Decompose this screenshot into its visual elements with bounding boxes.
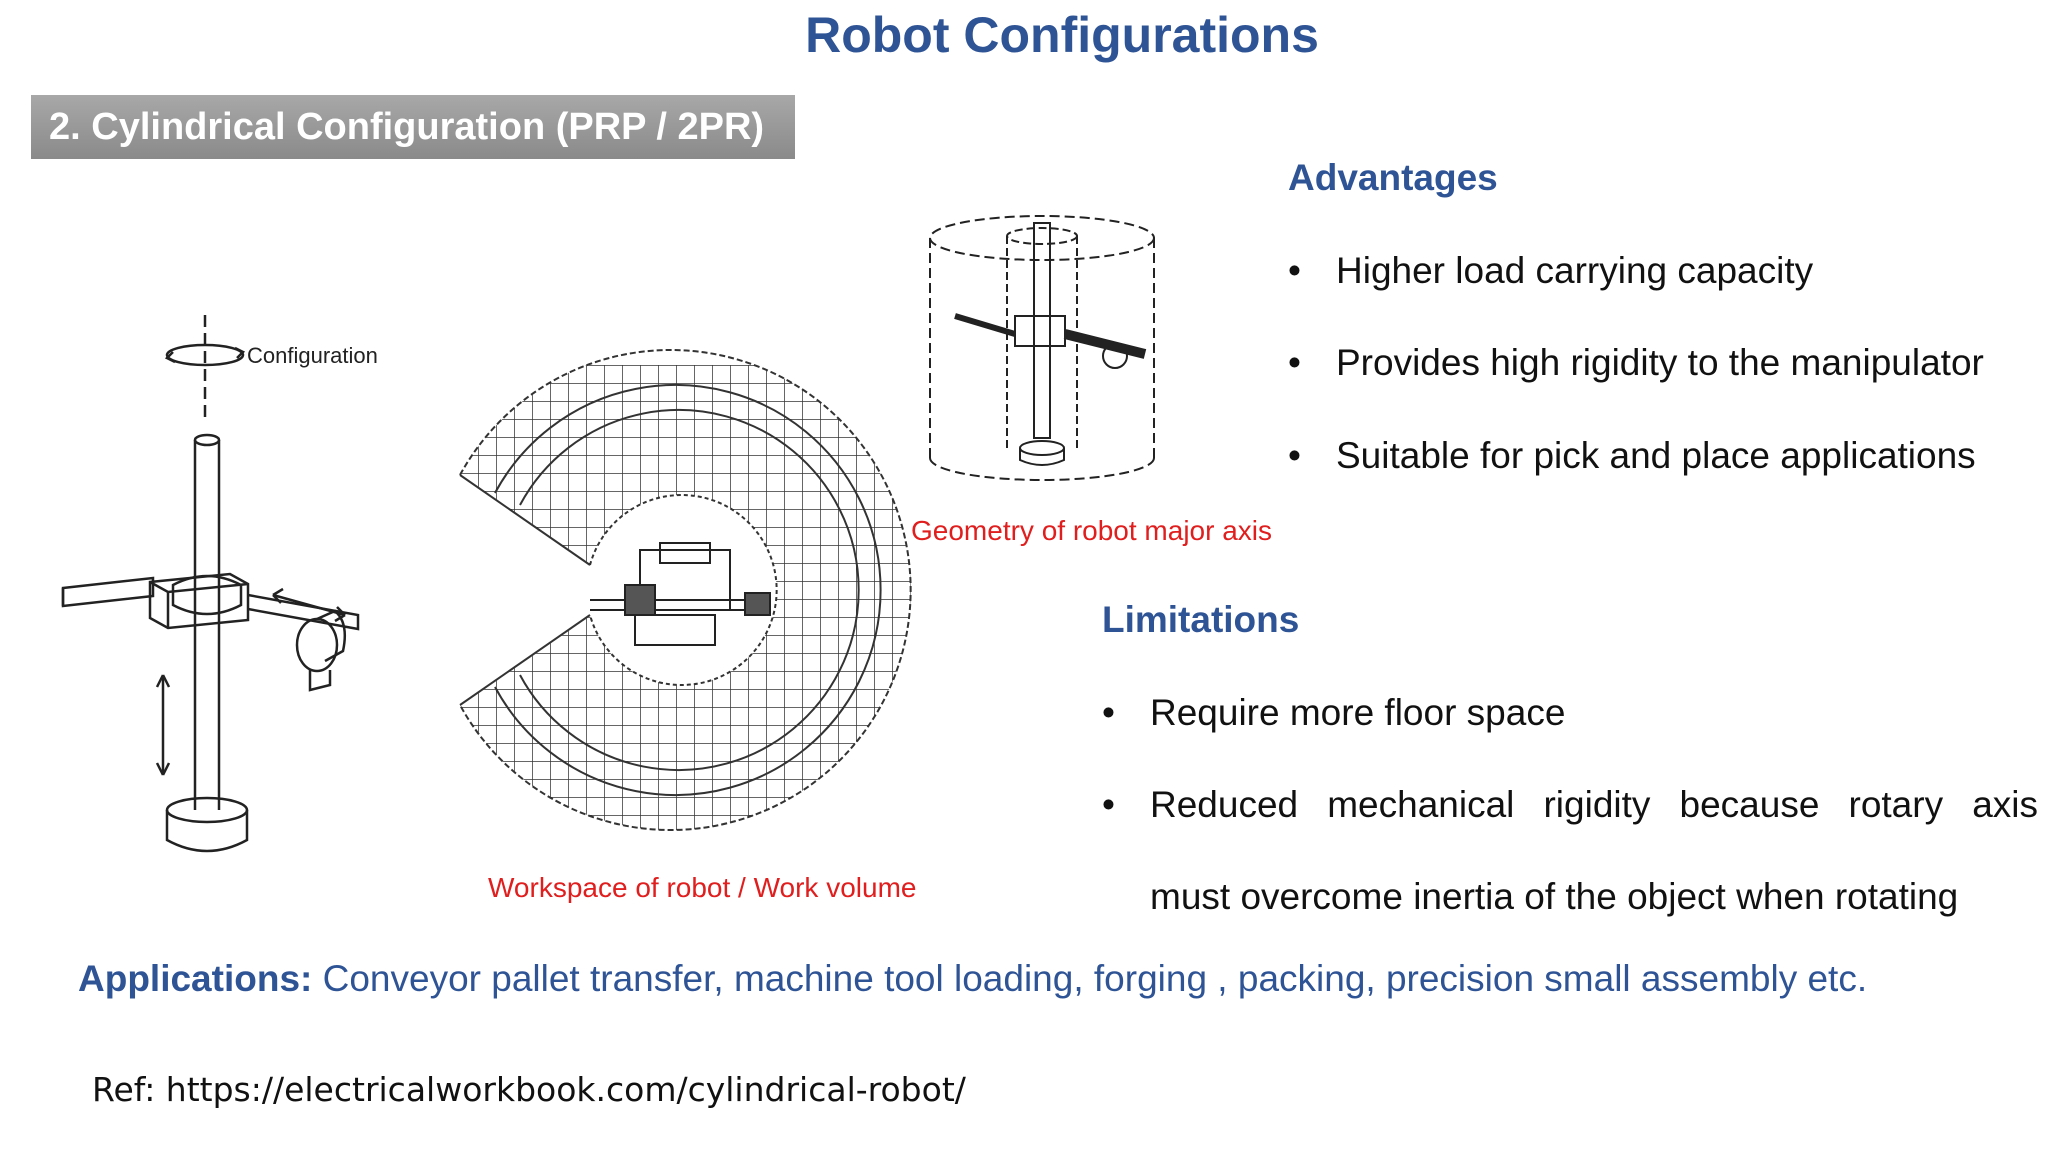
- configuration-label: Configuration: [247, 343, 378, 368]
- limitation-item: •Reduced mechanical rigidity because rot…: [1102, 784, 2038, 825]
- advantages-heading: Advantages: [1288, 157, 1498, 198]
- workspace-diagram: [459, 349, 912, 831]
- bullet-icon: •: [1102, 692, 1115, 733]
- advantage-item: •Provides high rigidity to the manipulat…: [1288, 342, 1984, 383]
- limitations-heading: Limitations: [1102, 599, 1300, 640]
- advantage-item: •Suitable for pick and place application…: [1288, 435, 1976, 476]
- applications-text: Conveyor pallet transfer, machine tool l…: [312, 958, 1868, 999]
- bullet-icon: •: [1288, 342, 1301, 383]
- geometry-caption: Geometry of robot major axis: [911, 515, 1273, 546]
- bullet-icon: •: [1288, 250, 1301, 291]
- bullet-icon: •: [1288, 435, 1301, 476]
- workspace-caption: Workspace of robot / Work volume: [488, 872, 917, 903]
- cylindrical-robot-diagram: [61, 315, 360, 853]
- geometry-diagram: [929, 215, 1155, 481]
- limitation-item-continued: must overcome inertia of the object when…: [1150, 876, 1959, 917]
- bullet-icon: •: [1102, 784, 1115, 825]
- section-header: 2. Cylindrical Configuration (PRP / 2PR): [31, 95, 795, 159]
- limitation-item: •Require more floor space: [1102, 692, 1566, 733]
- applications-label: Applications:: [78, 958, 313, 999]
- advantage-item: •Higher load carrying capacity: [1288, 250, 1814, 291]
- applications-line: Applications: Conveyor pallet transfer, …: [78, 958, 1867, 1000]
- reference-text: Ref: https://electricalworkbook.com/cyli…: [92, 1070, 966, 1109]
- page-title: Robot Configurations: [805, 7, 1319, 63]
